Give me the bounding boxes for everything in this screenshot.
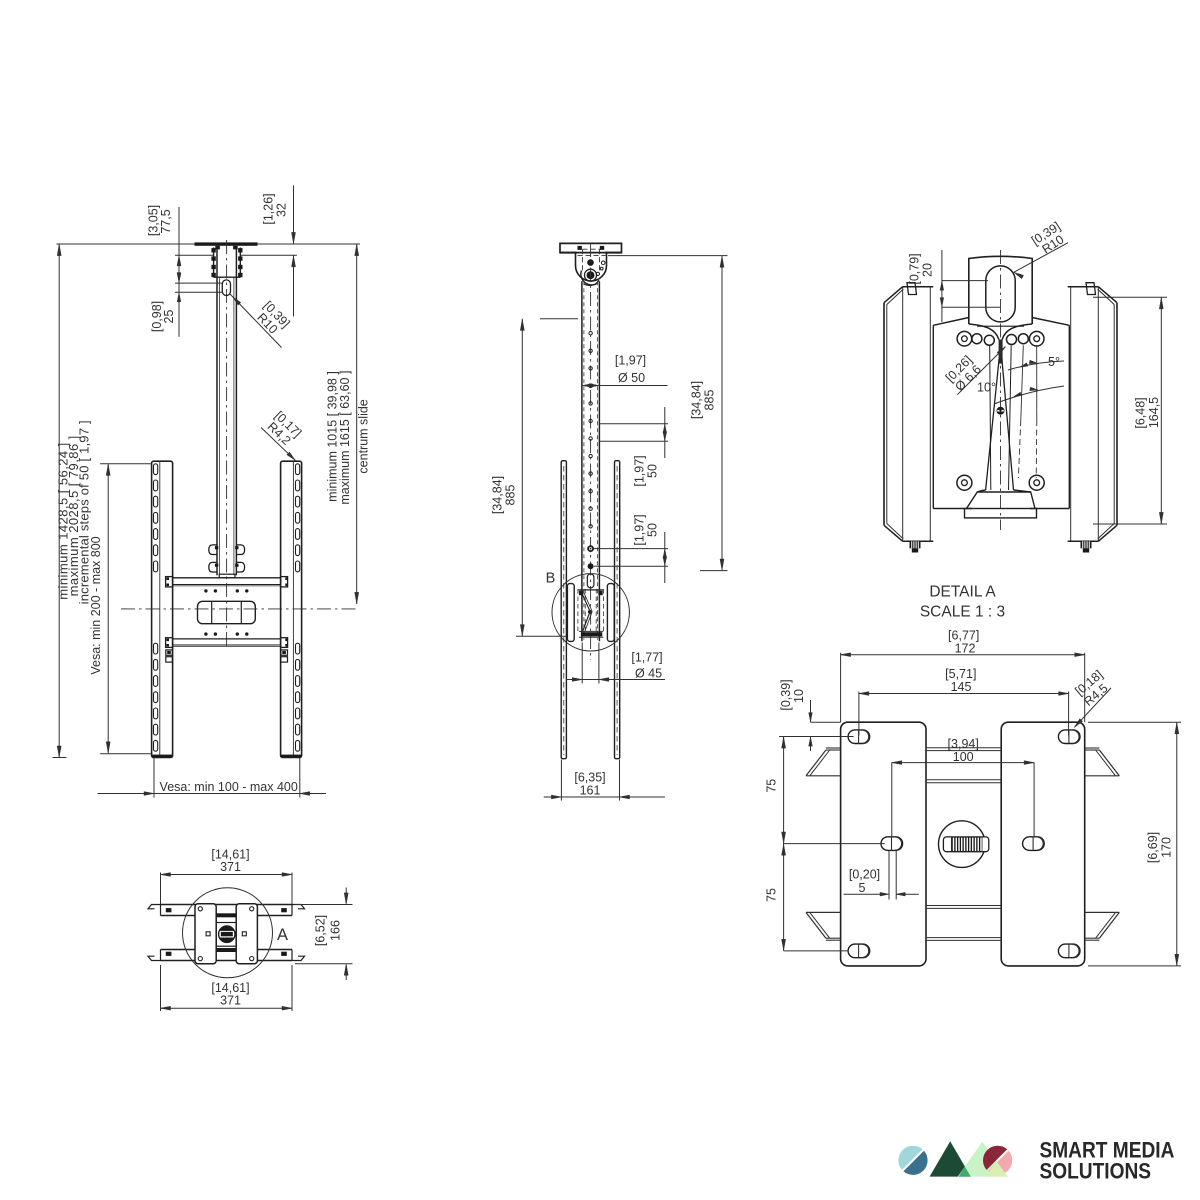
svg-text:SMART MEDIA: SMART MEDIA — [1040, 1138, 1175, 1163]
svg-text:166: 166 — [328, 920, 342, 941]
svg-text:77,5: 77,5 — [159, 209, 173, 233]
svg-text:[0,39]: [0,39] — [779, 679, 793, 710]
svg-text:371: 371 — [220, 860, 241, 874]
svg-text:Vesa: min 200 - max 800: Vesa: min 200 - max 800 — [89, 536, 103, 674]
svg-text:885: 885 — [504, 485, 518, 506]
svg-text:[1,97]: [1,97] — [633, 455, 647, 486]
svg-text:maximum 2028,5 [ 79,86 ]: maximum 2028,5 [ 79,86 ] — [66, 435, 81, 596]
svg-text:[6,69]: [6,69] — [1146, 832, 1160, 863]
svg-text:170: 170 — [1159, 837, 1173, 858]
svg-text:Vesa: min 100 - max 400: Vesa: min 100 - max 400 — [160, 780, 298, 794]
svg-text:[6,35]: [6,35] — [574, 771, 605, 785]
svg-text:[6,48]: [6,48] — [1134, 397, 1148, 428]
svg-text:A: A — [277, 926, 288, 944]
svg-text:incremental steps of 50 [ 1,97: incremental steps of 50 [ 1,97 ] — [76, 420, 91, 604]
svg-text:[1,97]: [1,97] — [615, 354, 646, 368]
svg-text:10: 10 — [792, 689, 806, 703]
svg-text:32: 32 — [274, 203, 288, 217]
svg-text:[6,52]: [6,52] — [313, 915, 327, 946]
svg-text:50: 50 — [645, 464, 659, 478]
svg-text:DETAIL A: DETAIL A — [929, 584, 996, 601]
svg-text:172: 172 — [955, 642, 976, 656]
svg-text:[0,98]: [0,98] — [150, 301, 164, 332]
svg-text:[6,77]: [6,77] — [948, 629, 979, 643]
svg-text:[34,84]: [34,84] — [690, 381, 704, 419]
svg-text:75: 75 — [764, 888, 778, 902]
svg-text:5: 5 — [859, 881, 866, 895]
svg-text:10°: 10° — [977, 381, 996, 395]
svg-text:maximum 1615 [ 63,60 ]: maximum 1615 [ 63,60 ] — [338, 371, 352, 505]
svg-text:[5,71]: [5,71] — [945, 667, 976, 681]
svg-text:[14,61]: [14,61] — [211, 848, 249, 862]
svg-text:[1,26]: [1,26] — [262, 193, 276, 224]
svg-text:145: 145 — [951, 680, 972, 694]
svg-text:[1,97]: [1,97] — [633, 514, 647, 545]
svg-text:885: 885 — [703, 390, 717, 411]
svg-text:50: 50 — [645, 523, 659, 537]
svg-text:Ø 45: Ø 45 — [635, 667, 662, 681]
svg-text:[1,77]: [1,77] — [631, 651, 662, 665]
svg-text:centrum slide: centrum slide — [357, 399, 371, 473]
svg-text:[34,84]: [34,84] — [491, 476, 505, 514]
svg-text:75: 75 — [764, 779, 778, 793]
svg-text:164,5: 164,5 — [1147, 397, 1161, 428]
svg-text:161: 161 — [580, 784, 601, 798]
svg-text:25: 25 — [162, 310, 176, 324]
svg-text:[0,79]: [0,79] — [908, 253, 922, 284]
svg-text:100: 100 — [953, 750, 974, 764]
svg-text:[3,05]: [3,05] — [146, 205, 160, 236]
svg-text:5°: 5° — [1048, 355, 1060, 369]
svg-text:20: 20 — [921, 263, 935, 277]
svg-text:[0,20]: [0,20] — [849, 868, 880, 882]
svg-text:[3,94]: [3,94] — [948, 737, 979, 751]
svg-text:B: B — [546, 571, 556, 587]
svg-text:Ø 50: Ø 50 — [618, 371, 645, 385]
svg-text:371: 371 — [220, 994, 241, 1008]
svg-text:minimum 1428,5 [ 56,24 ]: minimum 1428,5 [ 56,24 ] — [56, 442, 71, 600]
svg-text:minimum 1015 [ 39,98 ]: minimum 1015 [ 39,98 ] — [325, 371, 339, 502]
svg-text:SCALE 1 : 3: SCALE 1 : 3 — [920, 604, 1005, 621]
svg-text:SOLUTIONS: SOLUTIONS — [1040, 1159, 1152, 1184]
svg-text:[14,61]: [14,61] — [211, 981, 249, 995]
